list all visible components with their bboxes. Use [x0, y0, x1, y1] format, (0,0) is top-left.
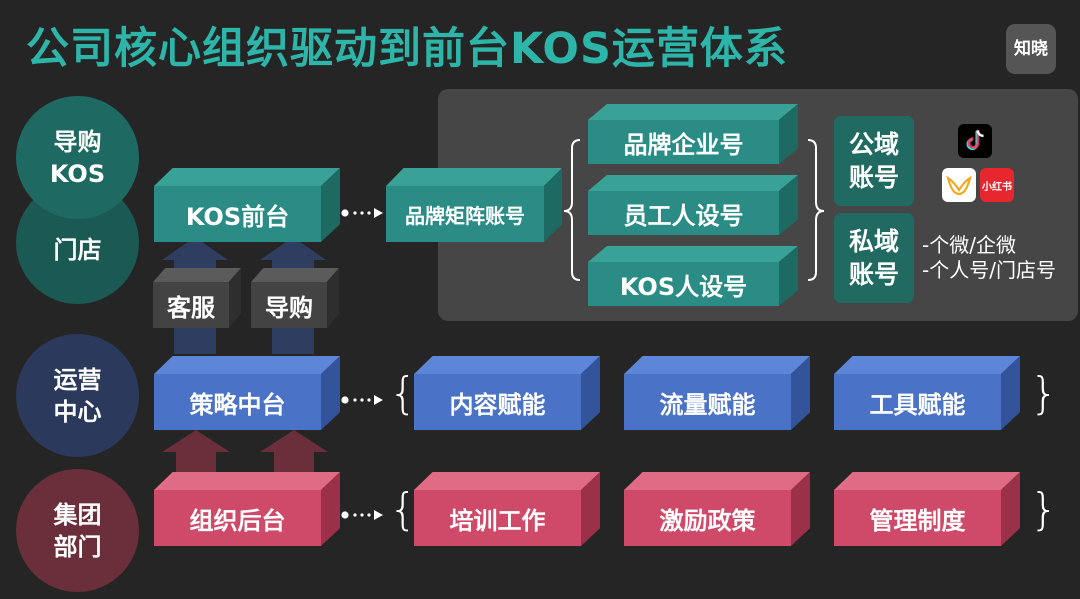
account-label-0: 品牌企业号: [623, 130, 744, 159]
middle-item-0: 内容赋能: [449, 390, 546, 419]
circle-group-dept-label: 集团 部门: [53, 500, 102, 561]
box-kos-persona: KOS人设号: [588, 246, 798, 306]
box-tool-enable: 工具赋能: [834, 356, 1020, 430]
box-brand-matrix: 品牌矩阵账号: [386, 168, 562, 242]
account-label-2: KOS人设号: [619, 272, 748, 301]
page-title: 公司核心组织驱动到前台KOS运营体系: [26, 24, 788, 74]
box-customer-service: 客服: [153, 268, 241, 328]
box-incentive: 激励政策: [624, 472, 810, 546]
arrow-head-red-left: [162, 430, 230, 452]
kos-front-label: KOS前台: [185, 202, 290, 231]
circle-guide-kos: 导购 KOS: [16, 96, 139, 219]
brace-right-middle: }: [1030, 368, 1058, 419]
xiaohongshu-icon: 小红书: [980, 168, 1014, 202]
brace-left-back: {: [389, 484, 417, 535]
circle-operations-label: 运营 中心: [53, 365, 102, 426]
tiktok-icon: [958, 124, 992, 158]
box-shopping-guide: 导购: [251, 268, 339, 328]
box-kos-front: KOS前台: [154, 168, 340, 242]
middle-item-2: 工具赋能: [869, 390, 966, 419]
role-label-service: 客服: [167, 293, 215, 322]
circle-group-dept: 集团 部门: [16, 469, 139, 592]
arrow-head-red-right: [260, 430, 328, 452]
dotted-arrow-back: [341, 510, 383, 520]
box-brand-enterprise: 品牌企业号: [588, 104, 798, 164]
dotted-arrow-middle: [341, 395, 383, 405]
brace-right-back: }: [1030, 484, 1058, 535]
back-item-1: 激励政策: [659, 506, 756, 535]
arrow-head-service: [162, 237, 228, 260]
arrow-head-guide: [260, 237, 326, 260]
private-note-1: -个微/企微: [922, 233, 1016, 257]
brace-left-middle: {: [389, 368, 417, 419]
circle-operations: 运营 中心: [16, 334, 139, 457]
dotted-arrow-front: [341, 208, 383, 218]
private-domain-tag: 私域 账号: [834, 213, 914, 303]
private-note-2: -个人号/门店号: [922, 258, 1056, 282]
xiaohongshu-label: 小红书: [982, 181, 1012, 193]
brand-logo: 知晓: [1006, 24, 1056, 74]
account-bracket: [563, 139, 825, 281]
org-backend-label: 组织后台: [189, 506, 286, 535]
box-management: 管理制度: [834, 472, 1020, 546]
box-training: 培训工作: [414, 472, 600, 546]
role-label-guide: 导购: [265, 293, 313, 322]
box-employee-persona: 员工人设号: [588, 175, 798, 235]
box-content-enable: 内容赋能: [414, 356, 600, 430]
brand-matrix-label: 品牌矩阵账号: [405, 203, 525, 228]
weishi-icon: [942, 168, 976, 202]
strategy-middle-label: 策略中台: [189, 390, 286, 419]
box-traffic-enable: 流量赋能: [624, 356, 810, 430]
middle-item-1: 流量赋能: [659, 390, 756, 419]
box-strategy-middle: 策略中台: [154, 356, 340, 430]
back-item-2: 管理制度: [869, 506, 966, 535]
public-domain-tag: 公域 账号: [834, 116, 914, 206]
public-domain-label: 公域 账号: [848, 130, 899, 192]
private-domain-label: 私域 账号: [848, 227, 899, 289]
box-org-backend: 组织后台: [154, 472, 340, 546]
circle-guide-kos-label: 导购 KOS: [49, 127, 106, 188]
account-label-1: 员工人设号: [623, 201, 744, 230]
back-item-0: 培训工作: [449, 506, 546, 535]
circle-store-label: 门店: [53, 235, 102, 264]
